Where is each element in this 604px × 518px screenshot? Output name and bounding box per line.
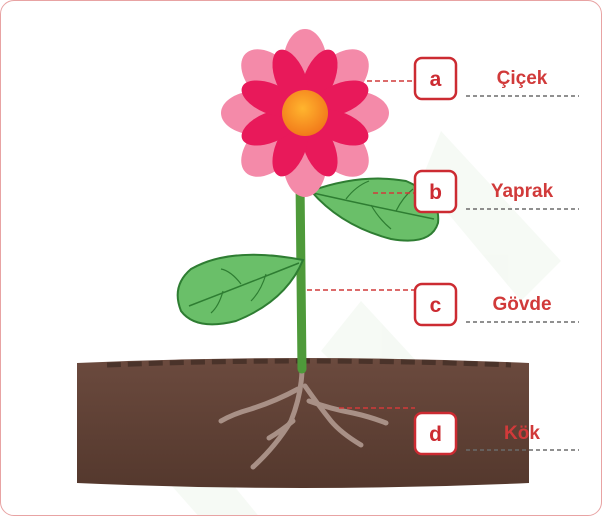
label-root: Kök [504,423,540,444]
answer-lines [466,95,579,451]
badge-letter-c: c [430,294,442,317]
label-flower: Çiçek [497,68,548,89]
label-leaf: Yaprak [491,181,554,202]
badge-letter-a: a [430,68,442,91]
leaf-right [309,177,440,242]
flower-center [282,90,328,136]
leader-lines [307,80,415,409]
badge-letter-b: b [429,181,442,204]
badge-a: a [413,56,458,101]
leaf-left [176,253,305,326]
flower [221,29,389,197]
stem [295,176,307,374]
roots [218,368,389,470]
badge-d: d [413,411,458,456]
label-stem: Gövde [492,294,551,315]
badge-b: b [413,169,458,214]
badge-letter-d: d [429,423,442,446]
badge-c: c [413,282,458,327]
